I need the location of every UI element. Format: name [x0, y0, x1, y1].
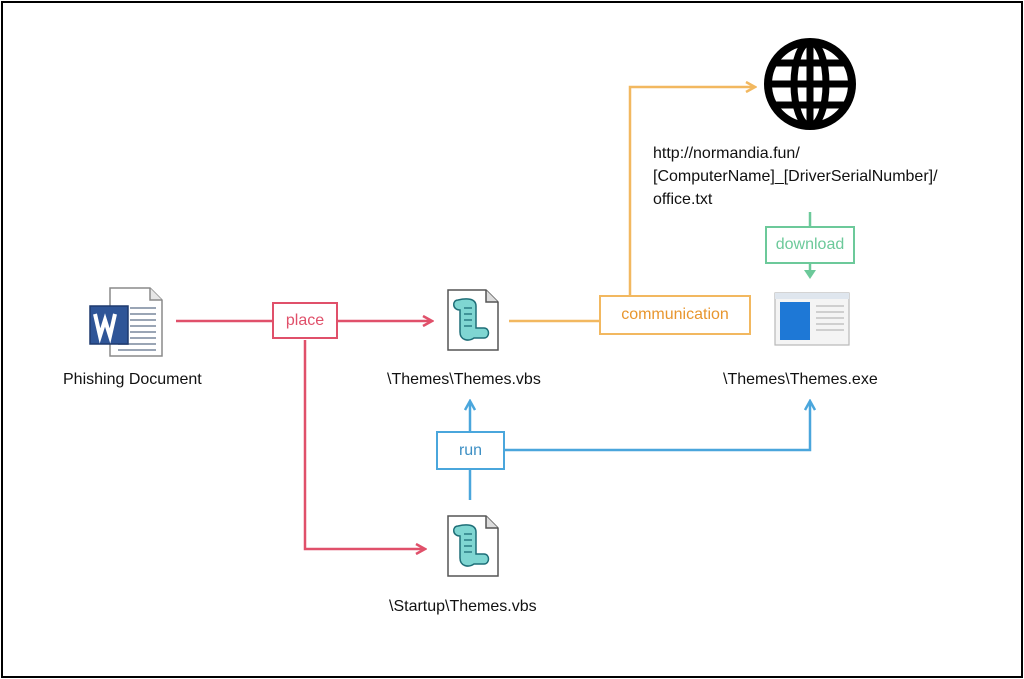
run-edge-label: run — [436, 431, 505, 470]
run-edge-to-themes-exe — [505, 401, 810, 452]
url-line: office.txt — [653, 191, 713, 208]
url-line: http://normandia.fun/ — [653, 145, 800, 162]
communication-edge — [509, 87, 755, 323]
place-edge-to-startup-vbs — [303, 340, 425, 549]
download-arrowhead — [804, 270, 816, 279]
themes-exe-label: \Themes\Themes.exe — [723, 371, 878, 388]
globe-icon — [764, 38, 856, 130]
word-document-icon — [89, 287, 163, 357]
exe-window-icon — [774, 292, 850, 346]
themes-vbs-label: \Themes\Themes.vbs — [387, 371, 541, 388]
place-edge-label: place — [272, 302, 338, 339]
vbs-script-icon — [447, 289, 499, 351]
server-url-label: http://normandia.fun/ [ComputerName]_[Dr… — [653, 142, 938, 211]
communication-edge-label: communication — [599, 295, 751, 335]
phishing-document-label: Phishing Document — [63, 371, 202, 388]
startup-vbs-label: \Startup\Themes.vbs — [389, 598, 537, 615]
url-line: [ComputerName]_[DriverSerialNumber]/ — [653, 168, 938, 185]
vbs-script-icon — [447, 515, 499, 577]
download-edge-label: download — [765, 226, 855, 264]
